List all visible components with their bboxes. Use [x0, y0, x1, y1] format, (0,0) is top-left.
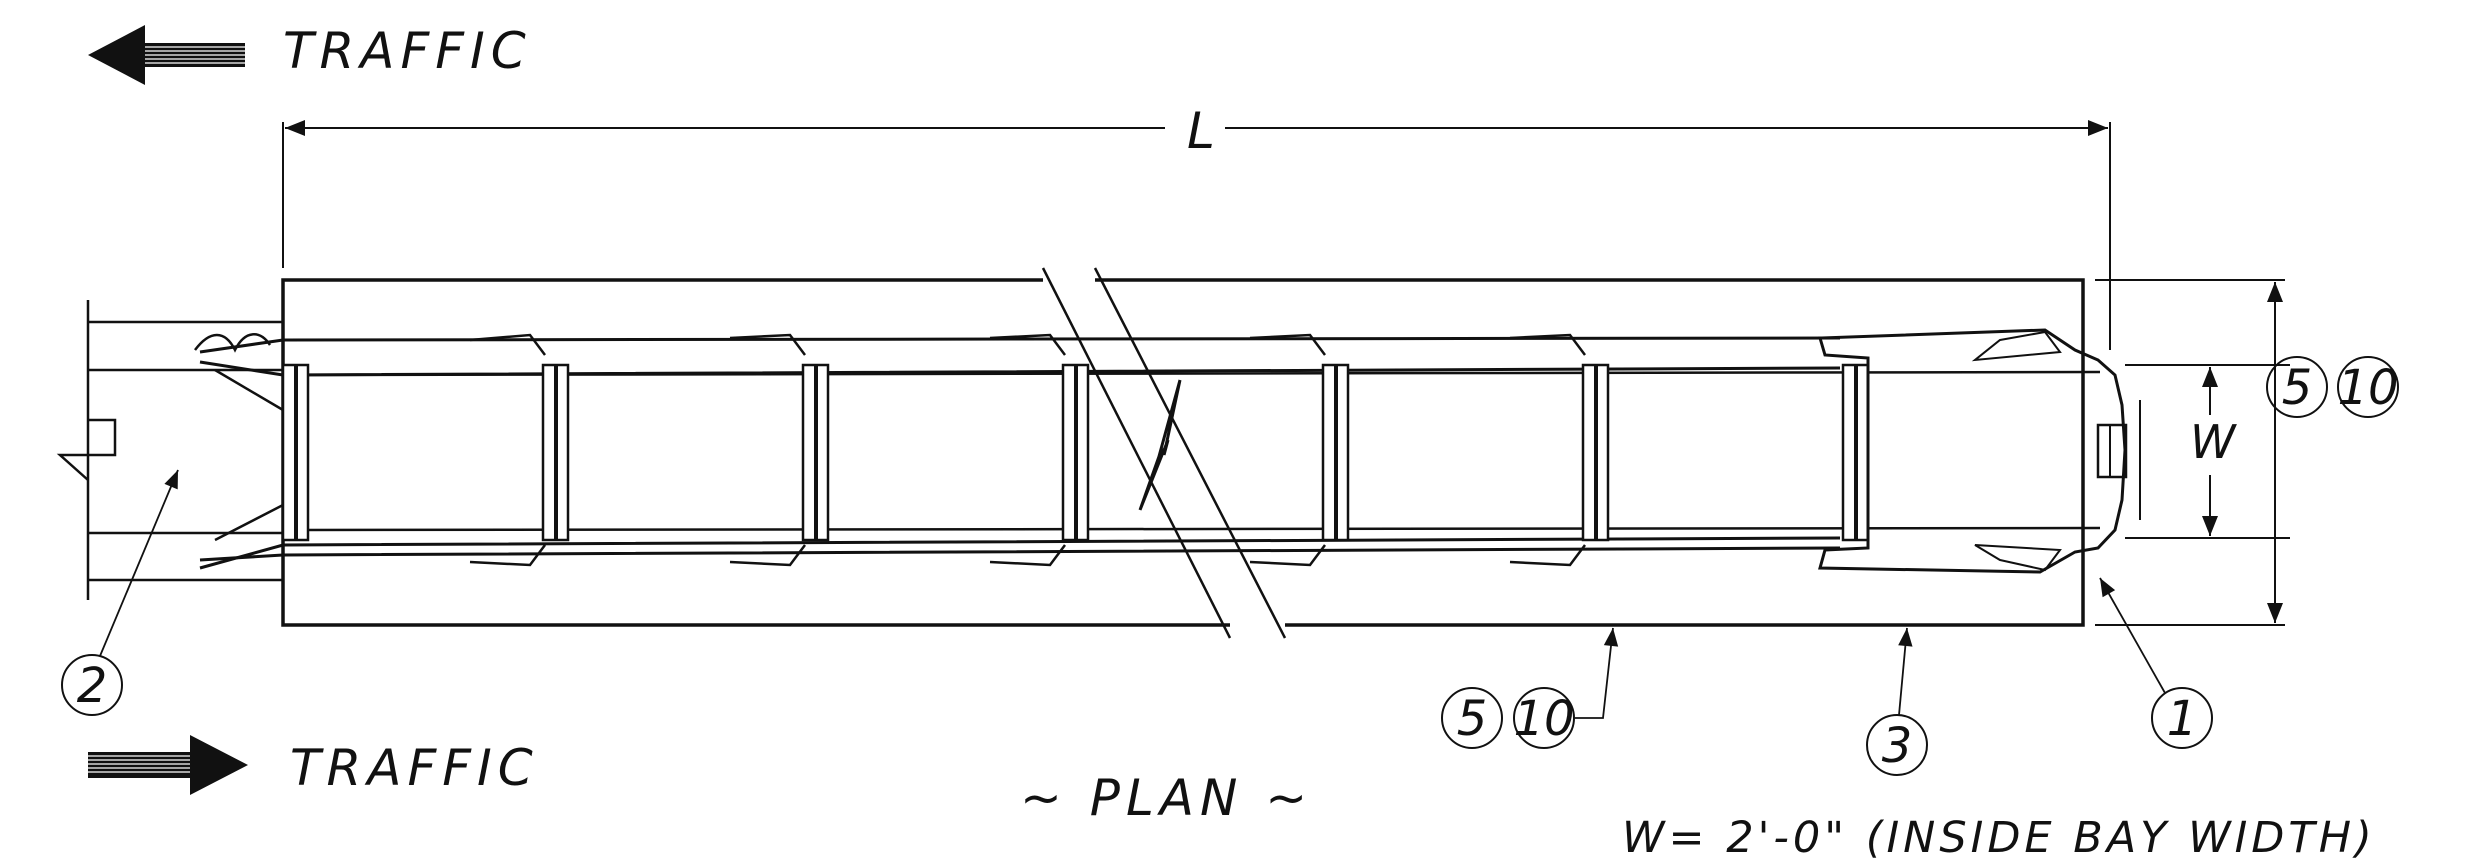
- svg-text:1: 1: [2167, 691, 2198, 747]
- callout-10-bottom: 10: [1513, 627, 1619, 749]
- callout-10-right: 10: [2337, 356, 2399, 418]
- callout-1: 1: [2099, 577, 2213, 749]
- traffic-label-top: TRAFFIC: [283, 22, 532, 80]
- callout-5-right: 5: [2266, 356, 2328, 418]
- traffic-arrow-left-icon: [88, 25, 245, 85]
- crash-cushion: [199, 328, 2141, 574]
- break-symbol-icon: [1138, 379, 1182, 511]
- svg-text:5: 5: [1457, 691, 1488, 747]
- traffic-arrow-right-icon: [88, 735, 248, 795]
- length-dimension: [282, 120, 2111, 350]
- length-dimension-label: L: [1187, 102, 1221, 160]
- view-title: ~ PLAN ~: [1020, 769, 1313, 827]
- callout-3: 3: [1866, 627, 1928, 776]
- width-dimension: [2125, 364, 2290, 539]
- svg-text:5: 5: [2282, 360, 2313, 416]
- traffic-label-bottom: TRAFFIC: [290, 739, 539, 797]
- svg-text:3: 3: [1882, 718, 1913, 774]
- svg-text:10: 10: [2337, 360, 2398, 416]
- width-dimension-label: W: [2190, 415, 2237, 469]
- svg-text:2: 2: [77, 658, 108, 714]
- svg-text:10: 10: [1513, 691, 1574, 747]
- callout-5-bottom: 5: [1441, 687, 1503, 749]
- width-note: W= 2'-0" (INSIDE BAY WIDTH): [1622, 813, 2376, 863]
- callout-2: 2: [61, 469, 179, 716]
